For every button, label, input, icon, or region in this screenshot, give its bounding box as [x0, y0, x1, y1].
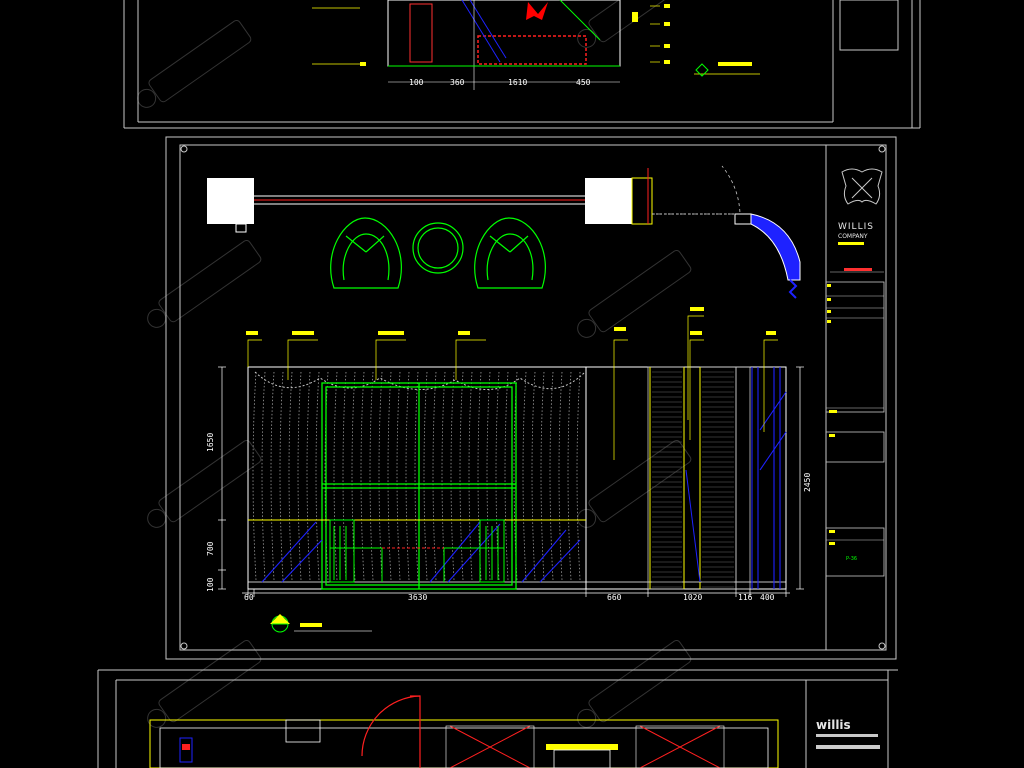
door-swing-red: [361, 695, 421, 768]
title-block: WILLIS COMPANY P-36: [825, 168, 885, 577]
width-dim-2: 3630: [408, 593, 427, 602]
top-drawing-sheet: 100 360 1610 450: [123, 0, 921, 129]
main-drawing-sheet: WILLIS COMPANY P-36: [165, 136, 897, 660]
plan-column-left: [207, 178, 254, 224]
bed-headboard: [546, 744, 618, 750]
width-dim-4: 1020: [683, 593, 702, 602]
top-dim-3: 1610: [508, 78, 527, 87]
round-table: [412, 222, 464, 274]
plan-column-right: [585, 178, 632, 224]
watermark-layer: [137, 0, 692, 728]
armchair-right: [474, 217, 546, 289]
company-subname: COMPANY: [838, 233, 868, 240]
company-logo-icon: [841, 168, 883, 205]
height-dim-3: 100: [206, 577, 215, 592]
wardrobe-outline: [409, 3, 433, 63]
window-frame: [321, 382, 517, 590]
dimension-lines: [218, 366, 804, 597]
armchair-left: [330, 217, 402, 289]
wardrobe-grain: [652, 371, 734, 588]
annotation-leaders: [247, 315, 778, 460]
top-dim-1: 100: [409, 78, 424, 87]
height-dim-1: 1650: [206, 433, 215, 452]
top-dim-2: 360: [450, 78, 465, 87]
elevation-view: 60 3630 660 1020 116 400 1650 700 100 24…: [206, 307, 812, 633]
elevation-marker-icon: [270, 614, 290, 633]
bottom-brand-name: willis: [816, 718, 851, 732]
company-name: WILLIS: [838, 222, 874, 232]
glass-panel-right: [751, 367, 787, 589]
section-marker-icon: [695, 63, 709, 77]
width-dim-6: 400: [760, 593, 775, 602]
top-dim-4: 450: [576, 78, 591, 87]
flower-ornament-icon: [526, 2, 548, 20]
plan-view: [207, 165, 801, 299]
curved-glass-partition: [750, 213, 801, 281]
drawing-number: P-36: [846, 556, 857, 562]
width-dim-5: 116: [738, 593, 753, 602]
width-dim-3: 660: [607, 593, 622, 602]
width-dim-1: 60: [244, 593, 254, 602]
red-cabinet: [477, 35, 587, 65]
elevation-chair-left: [329, 519, 355, 583]
height-dim-2: 700: [206, 541, 215, 556]
curtain-drapes: [252, 371, 581, 581]
bottom-drawing-sheet: willis: [97, 669, 898, 768]
elevation-chair-right: [479, 519, 505, 583]
door-swing-arc: [652, 165, 741, 215]
total-height-dim: 2450: [803, 473, 812, 492]
glass-hatch: [261, 521, 581, 583]
